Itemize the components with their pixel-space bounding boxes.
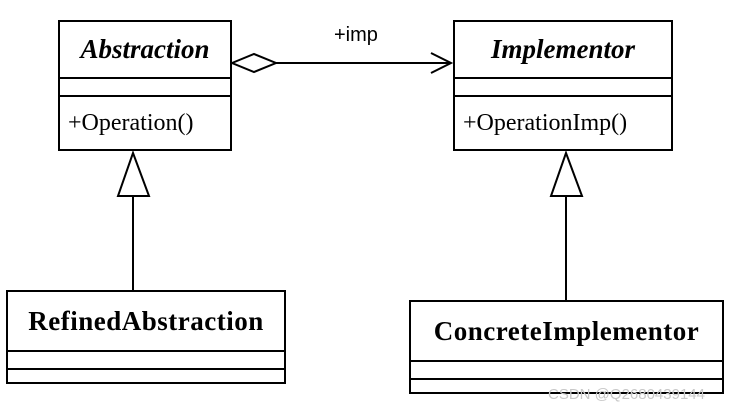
association-arrowhead	[430, 52, 454, 74]
watermark: CSDN @Q2680439144	[548, 386, 705, 403]
class-name: Implementor	[455, 22, 671, 79]
operations-compartment: +Operation()	[68, 109, 194, 136]
attributes-compartment	[455, 79, 671, 97]
class-abstraction[interactable]: Abstraction +Operation()	[58, 20, 232, 151]
operations-compartment: +OperationImp()	[463, 109, 628, 136]
class-concrete-implementor[interactable]: ConcreteImplementor	[409, 300, 724, 394]
generalization-triangle-abstraction	[116, 150, 151, 197]
attributes-compartment	[411, 362, 722, 380]
attributes-compartment	[8, 352, 284, 370]
class-name: RefinedAbstraction	[8, 292, 284, 352]
generalization-triangle-implementor	[549, 150, 584, 197]
class-name: ConcreteImplementor	[411, 302, 722, 362]
class-implementor[interactable]: Implementor +OperationImp()	[453, 20, 673, 151]
aggregation-diamond	[229, 52, 279, 74]
attributes-compartment	[60, 79, 230, 97]
operations-compartment	[8, 370, 284, 382]
association-label: +imp	[334, 24, 378, 46]
class-name: Abstraction	[60, 22, 230, 79]
class-refined-abstraction[interactable]: RefinedAbstraction	[6, 290, 286, 384]
